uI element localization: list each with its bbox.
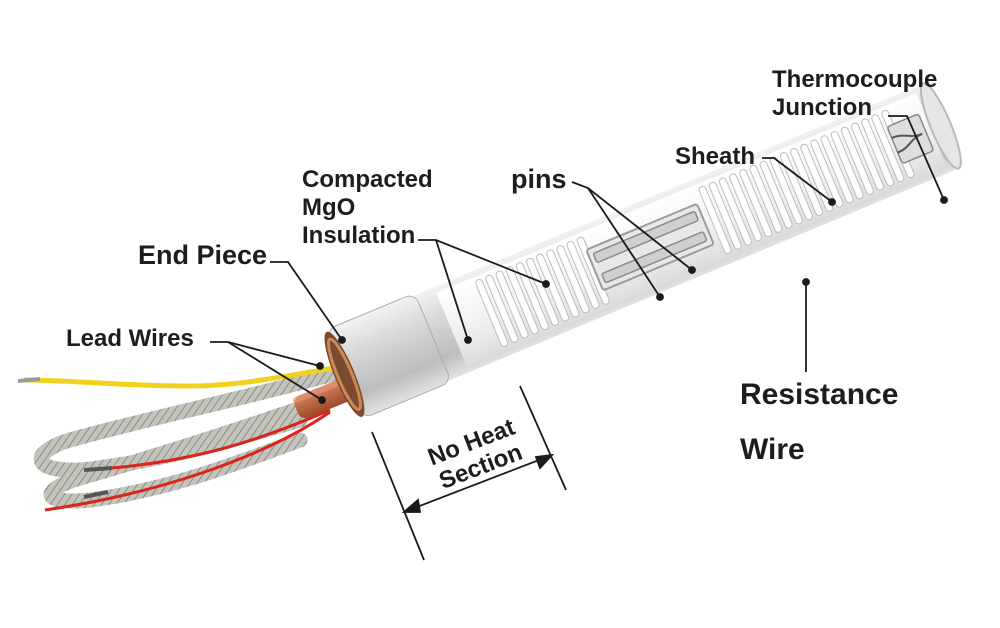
leader-dot-insulation-b [464,336,472,344]
red-wire-upper [111,408,331,470]
pin-lower [601,231,708,284]
coil-rib [830,131,864,200]
coil-rib [861,118,895,187]
wire-end-lower [83,490,109,499]
coil-rib [485,274,519,343]
coil-rib [698,186,732,255]
label-resistance-line1: Resistance [740,378,899,411]
leader-dot-lead-wires-b [318,396,326,404]
label-thermocouple-line2: Junction [772,94,872,121]
label-pins: pins [511,164,567,194]
coil-rib [749,164,783,233]
leader-thermocouple-junction [888,115,945,201]
coil-rib [495,270,529,339]
leader-lead-wires-b [227,341,323,401]
leader-lead-wires-a [210,341,321,367]
coil-rib [800,143,834,212]
coil-rib [729,173,763,242]
coil-rib [759,160,793,229]
junction-wires [891,132,923,154]
leader-dot-pins-a [688,266,696,274]
lead-wires [17,362,356,512]
label-thermocouple-junction: Thermocouple Junction [772,68,937,120]
leader-sheath [762,157,833,203]
coil-rib [505,266,539,335]
coil-rib [708,181,742,250]
resistance-coil [475,109,915,348]
leader-dot-resistance [802,278,810,286]
coil-rib [820,135,854,204]
coil-rib [739,169,773,238]
end-cap [919,82,962,170]
red-wire-lower [44,410,331,512]
yellow-wire-end [17,377,41,383]
leader-dot-lead-wires-a [316,362,324,370]
coil-rib [718,177,752,246]
leader-dot-pins-b [656,293,664,301]
label-insulation-line1: Compacted [302,166,433,193]
label-insulation-line3: Insulation [302,222,416,249]
wire-end-upper [83,466,113,472]
leader-pins-b [587,187,661,298]
leader-dot-end-piece [338,336,346,344]
label-lead-wires: Lead Wires [66,325,194,352]
label-insulation-line2: MgO [302,194,356,221]
end-piece-ring [326,337,362,411]
leader-lines [210,115,948,561]
label-thermocouple-line1: Thermocouple [772,66,938,93]
coil-rib [850,122,884,191]
leader-dot-insulation-a [542,280,550,288]
label-compacted-mgo-insulation: Compacted MgO Insulation [302,168,433,248]
leader-insulation-b [435,239,469,341]
leader-dot-sheath [828,198,836,206]
dim-arrow-right [534,453,555,470]
label-resistance-line2: Wire [740,433,805,466]
coil-rib [475,279,509,348]
dim-line-right [519,385,567,491]
coil-rib [536,253,570,322]
dim-arrow-line [403,454,553,513]
leader-end-piece [270,261,343,341]
label-end-piece: End Piece [138,240,268,270]
coil-rib [556,245,590,314]
dim-line-left [371,431,425,561]
coil-rib [871,114,905,183]
coil-rib [810,139,844,208]
label-sheath: Sheath [675,143,756,170]
coil-rib [515,262,549,331]
coil-rib [840,126,874,195]
end-piece-face [324,331,365,417]
coil-rib [546,249,580,318]
heater-body [324,82,962,417]
coil-rib [566,240,600,309]
braided-sleeve-lower [43,384,353,509]
coil-rib [525,257,559,326]
dim-arrow-left [401,498,422,513]
yellow-wire [23,362,356,389]
label-resistance-wire: Resistance Wire [740,380,898,465]
leader-dot-thermocouple [940,196,948,204]
